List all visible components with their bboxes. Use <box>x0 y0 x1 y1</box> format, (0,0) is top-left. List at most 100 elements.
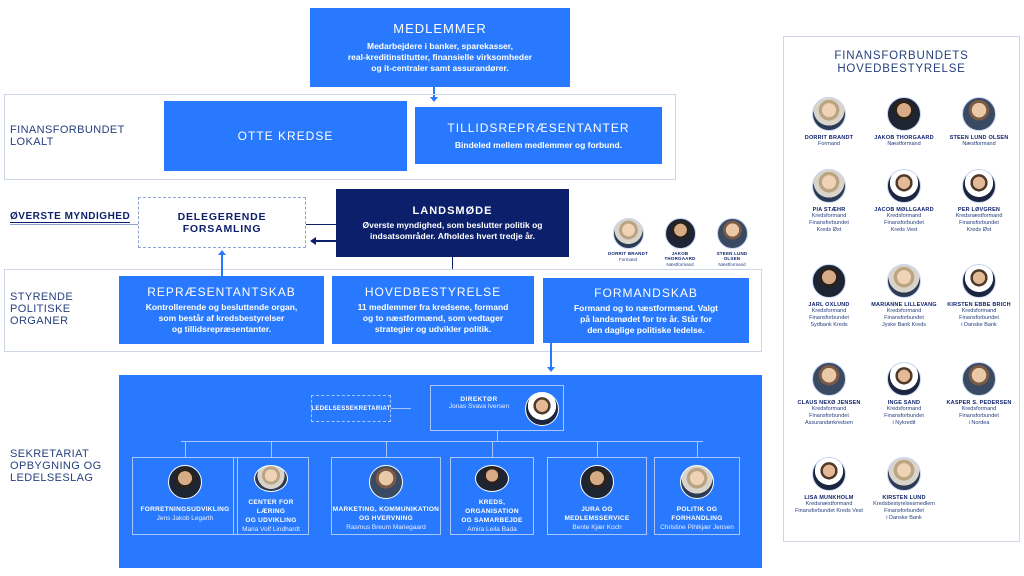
board-member-role: Finansforbundet <box>884 508 924 514</box>
hovedbestyrelse-body: 11 medlemmer fra kredsene, formand <box>357 302 509 312</box>
person-role: Næstformand <box>718 262 746 267</box>
section-political-frame <box>4 269 762 352</box>
ledelsessekretariat-label: LEDELSESSEKRETARIAT <box>311 405 391 412</box>
board-member-role: Finansforbundet <box>809 413 849 419</box>
section-local-label-line: LOKALT <box>10 136 54 148</box>
person-photo-icon <box>962 362 996 396</box>
board-member-name: LISA MUNKHOLM <box>804 495 854 501</box>
hovedbestyrelse-body: og to næstformænd, som vedtager <box>362 313 504 323</box>
ledelses-director-connector <box>391 408 411 409</box>
person-photo-icon <box>254 465 288 492</box>
department-title-line: OG UDVIKLING <box>245 517 297 524</box>
person-photo-icon <box>475 465 509 492</box>
director-name: Jonas Svava Iversen <box>448 403 510 410</box>
board-member-role: Kreds Øst <box>816 227 842 233</box>
department-title-line: OG SAMARBEJDE <box>461 517 523 524</box>
department-box: JURA OG MEDLEMSSERVICE Bente Kjær Koch <box>547 457 647 535</box>
landsmode-arrow-head <box>310 237 316 245</box>
person-name: DORRIT BRANDT <box>607 251 649 256</box>
board-member-name: KIRSTEN EBBE BRICH <box>947 302 1011 308</box>
formandskab-title: FORMANDSKAB <box>594 285 698 300</box>
person-photo-icon <box>887 169 921 203</box>
delegerende-title-2: FORSAMLING <box>182 222 262 235</box>
department-head-name: Maria Volf Lindhardt <box>242 526 300 533</box>
board-member-name: INGE SAND <box>887 400 921 406</box>
board-member-role: Formand <box>817 141 840 147</box>
board-member-name: JARL OXLUND <box>808 302 850 308</box>
board-member-name: KIRSTEN LUND <box>882 495 926 501</box>
department-title: JURA OG MEDLEMSSERVICE <box>548 505 646 523</box>
repraesentantskab-body: Kontrollerende og besluttende organ, <box>145 302 298 312</box>
board-member-role: Finansforbundet <box>959 315 999 321</box>
department-head-name: Bente Kjær Koch <box>572 524 622 531</box>
person-photo-icon <box>716 218 748 249</box>
board-member-role: Kredsformand <box>961 308 997 314</box>
person-role: Næstformand <box>666 262 694 267</box>
person-photo-icon <box>664 218 696 249</box>
director-text: DIREKTØR Jonas Svava Iversen <box>437 396 521 410</box>
board-member-role: Kredsformand <box>886 213 922 219</box>
board-member-role: i Nordea <box>968 420 990 426</box>
section-secretariat-label-line: OPBYGNING OG <box>10 460 102 472</box>
board-member-name: JAKOB THORGAARD <box>874 135 934 141</box>
department-title: KREDS, ORGANISATION OG SAMARBEJDE <box>451 498 533 525</box>
person-photo-icon <box>962 169 996 203</box>
formandskab-body: på landsmødet for tre år. Står for <box>580 313 712 324</box>
director-down-connector <box>497 431 498 441</box>
delegerende-landsmode-connector <box>306 224 336 225</box>
department-head-name: Jens Jakob Legarth <box>156 515 214 522</box>
department-title: FORRETNINGSUDVIKLING <box>140 505 229 514</box>
person-name: JAKOB THORGAARD <box>664 251 696 261</box>
department-head-name: Rasmus Breum Mariegaard <box>346 524 426 531</box>
department-title-line: MARKETING, KOMMUNIKATION <box>332 506 440 513</box>
repraesentantskab-box: REPRÆSENTANTSKAB Kontrollerende og beslu… <box>119 276 324 344</box>
director-box: DIREKTØR Jonas Svava Iversen <box>430 385 564 431</box>
kredse-box: OTTE KREDSE <box>164 101 407 171</box>
hovedbestyrelse-to-formandskab-arrow <box>534 312 542 314</box>
board-panel-title-line: HOVEDBESTYRELSE <box>837 63 966 75</box>
department-title-line: FORRETNINGSUDVIKLING <box>140 506 230 513</box>
person-photo-icon <box>887 457 921 491</box>
board-member-role: Kreds Vest <box>890 227 918 233</box>
department-title-line: KREDS, ORGANISATION <box>465 499 519 515</box>
department-title-line: JURA OG MEDLEMSSERVICE <box>564 506 630 522</box>
members-body-3: og it-centraler samt assurandører. <box>371 63 509 73</box>
board-member-role: Kredsformand <box>886 308 922 314</box>
department-title-line: FORHANDLING <box>671 515 723 522</box>
department-box: MARKETING, KOMMUNIKATION OG HVERVNING Rasm… <box>331 457 441 535</box>
section-political-label-line: STYRENDE <box>10 291 74 303</box>
board-member-role: Kredsformand <box>886 406 922 412</box>
person-photo-icon <box>580 465 614 499</box>
kredse-title: OTTE KREDSE <box>237 129 334 143</box>
delegerende-box: DELEGERENDE FORSAMLING <box>138 197 306 248</box>
section-secretariat-label-line: LEDELSESLAG <box>10 472 94 484</box>
department-box: FORRETNINGSUDVIKLING Jens Jakob Legarth <box>132 457 238 535</box>
formandskab-body: Formand og to næstformænd. Valgt <box>573 302 719 313</box>
department-title-line: OG HVERVNING <box>358 515 414 522</box>
board-member-name: CLAUS NEXØ JENSEN <box>797 400 861 406</box>
hovedbestyrelse-title: HOVEDBESTYRELSE <box>364 285 502 299</box>
landsmode-body-1: Øverste myndighed, som beslutter politik… <box>362 219 543 230</box>
members-title: MEDLEMMER <box>393 21 487 36</box>
board-member-role: i Danske Bank <box>886 515 922 521</box>
members-box: MEDLEMMER Medarbejdere i banker, spareka… <box>310 8 570 87</box>
landsmode-down-connector <box>452 257 453 269</box>
section-political-label-line: ORGANER <box>10 315 69 327</box>
board-member-role: i Nykredit <box>892 420 916 426</box>
board-member-role: Kredsformand <box>811 213 847 219</box>
section-local-frame <box>4 94 676 180</box>
section-secretariat-label-line: SEKRETARIAT <box>10 448 90 460</box>
board-member-name: JACOB MØLLGAARD <box>874 207 934 213</box>
person-photo-icon <box>612 218 644 249</box>
department-connector <box>492 441 493 457</box>
department-connector <box>697 441 698 457</box>
section-political-label-line: POLITISKE <box>10 303 71 315</box>
